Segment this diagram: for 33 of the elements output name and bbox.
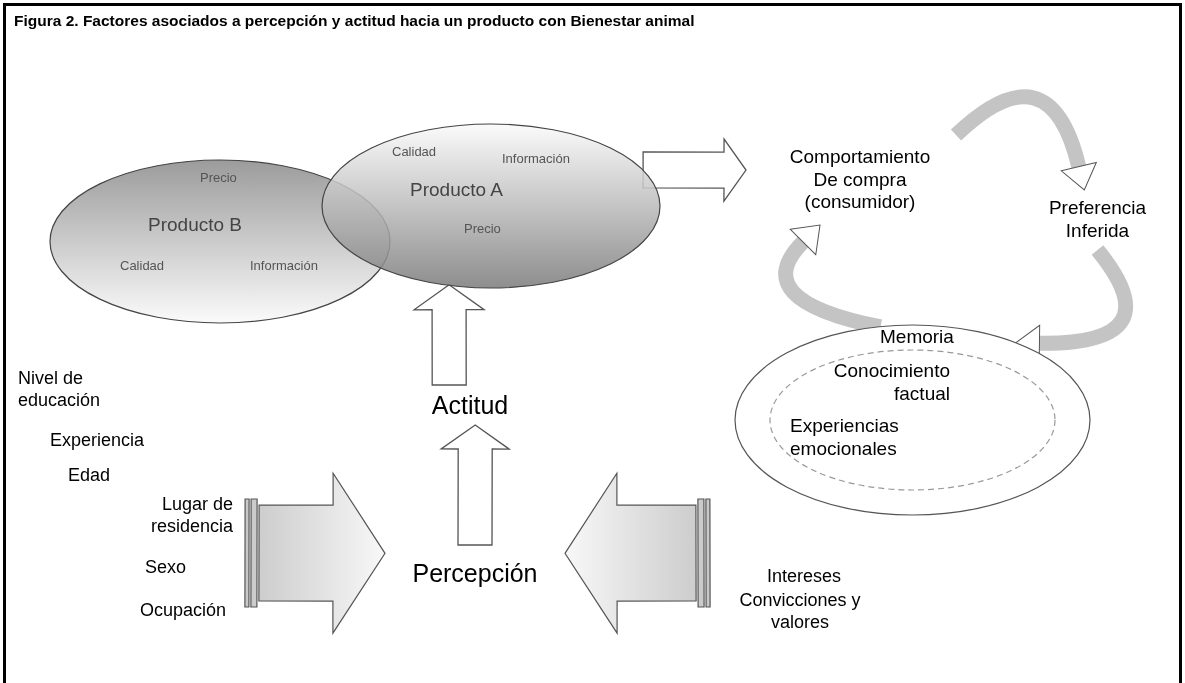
ellipse-text: Información	[250, 258, 318, 274]
ellipse-text: Calidad	[392, 144, 437, 160]
factor-label: Convicciones y valores	[738, 590, 862, 634]
ellipse-text: Producto B	[148, 214, 242, 237]
ellipse-text: Conocimiento factual	[832, 360, 950, 406]
factor-label: Edad	[68, 465, 111, 487]
dashed-ellipse	[770, 350, 1055, 490]
figure-title: Figura 2. Factores asociados a percepción y actitud hacia un producto con Bienestar animal	[14, 12, 695, 30]
factor-label: Sexo	[145, 557, 187, 579]
concept-text: Preferencia Inferida	[1047, 197, 1148, 243]
block-arrow	[244, 471, 386, 636]
block-arrow	[564, 471, 711, 636]
ellipse-text: Calidad	[120, 258, 165, 274]
factor-label: Experiencia	[50, 430, 145, 452]
ellipse-text: Precio	[464, 221, 501, 237]
ellipse-text: Experiencias emocionales	[790, 415, 900, 461]
block-arrow	[412, 283, 487, 386]
factor-label: Intereses	[767, 566, 842, 588]
factor-label: Lugar de residencia	[149, 494, 233, 538]
concept-text: Percepción	[411, 557, 539, 588]
concept-text: Actitud	[430, 390, 510, 420]
curved-arrow	[951, 89, 1097, 191]
block-arrow	[439, 424, 512, 546]
factor-label: Nivel de educación	[18, 368, 102, 412]
product-ellipse	[322, 124, 660, 288]
factor-label: Ocupación	[140, 600, 227, 622]
block-arrow	[642, 137, 747, 204]
concept-text: Comportamiento De compra (consumidor)	[788, 145, 932, 215]
ellipse-text: Memoria	[880, 326, 954, 349]
ellipse-text: Producto A	[410, 179, 503, 202]
ellipse-text: Información	[502, 151, 570, 167]
memory-ellipse	[735, 325, 1090, 515]
ellipse-text: Precio	[200, 170, 237, 186]
